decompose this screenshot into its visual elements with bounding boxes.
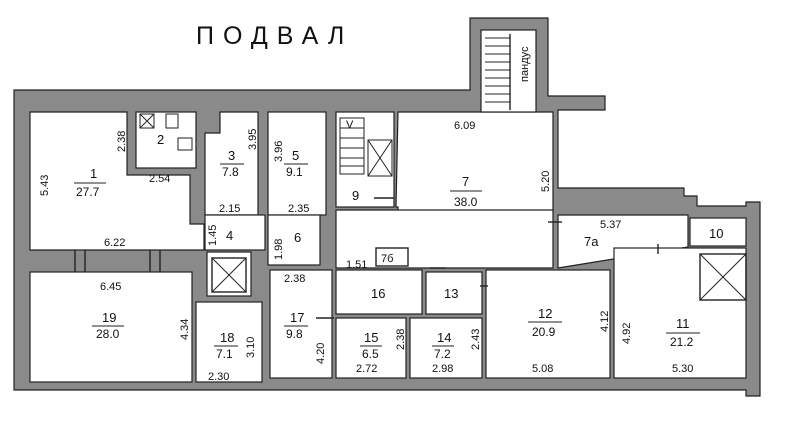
room-area: 28.0 [96, 327, 120, 341]
room-4 [204, 214, 266, 251]
room-number: 15 [364, 330, 378, 345]
room-area: 20.9 [532, 325, 556, 339]
room-number: 6 [294, 230, 301, 245]
ramp-label: пандус [519, 46, 531, 82]
room-number: 9 [352, 188, 359, 203]
elevator-shaft-left [211, 257, 247, 293]
room-area: 7.8 [222, 165, 239, 179]
room-number: 7 [462, 174, 469, 189]
room-number: 1 [90, 166, 97, 181]
dimension: 2.38 [284, 273, 305, 285]
dimension: 4.20 [315, 343, 327, 364]
room-area: 38.0 [454, 195, 478, 209]
room-number: 14 [437, 330, 451, 345]
room-number: 5 [292, 148, 299, 163]
room-number: 12 [538, 306, 552, 321]
room-7a [557, 214, 689, 269]
dimension: 4.12 [599, 311, 611, 332]
room-area: 6.5 [362, 347, 379, 361]
stair-shaft-left [206, 251, 252, 297]
room-number: 18 [220, 330, 234, 345]
dimension: 2.38 [395, 329, 407, 350]
room-area: 27.7 [76, 185, 100, 199]
dimension: 2.98 [432, 363, 453, 375]
elevator-shaft-right [699, 253, 747, 301]
plan-title: ПОДВАЛ [196, 22, 353, 50]
dimension: 2.30 [208, 371, 229, 383]
room-6 [267, 214, 321, 266]
room-number: 10 [709, 226, 723, 241]
room-number: 7а [584, 234, 599, 249]
dimension: 5.20 [540, 171, 552, 192]
wc-fixtures [139, 113, 193, 151]
dimension: 4.92 [621, 323, 633, 344]
room-1 [29, 111, 205, 251]
room-13 [425, 271, 483, 315]
dimension: 2.35 [288, 203, 309, 215]
dimension-labels: 2.38 2.54 5.43 6.22 3.95 2.15 3.96 2.35 … [39, 120, 693, 383]
room-number: 3 [228, 148, 235, 163]
dimension: 4.34 [179, 319, 191, 340]
room-10 [689, 217, 747, 247]
dimension: 3.10 [245, 337, 257, 358]
dimension: 2.43 [470, 329, 482, 350]
room-number: 17 [290, 310, 304, 325]
central-hall [335, 209, 554, 269]
dimension: 5.08 [532, 363, 553, 375]
dimension: 1.98 [273, 239, 285, 260]
svg-text:V: V [346, 119, 354, 131]
dimension: 2.15 [219, 203, 240, 215]
dimension: 5.43 [39, 175, 51, 196]
dimension: 2.54 [149, 173, 170, 185]
dimension: 5.37 [600, 219, 621, 231]
room-15 [335, 317, 407, 379]
room-number: 13 [444, 286, 458, 301]
room-16 [335, 269, 423, 315]
dimension: 6.22 [104, 237, 125, 249]
dimension: 1.51 [346, 259, 367, 271]
room-number: 16 [371, 286, 385, 301]
room-area: 9.1 [286, 165, 303, 179]
room-12 [485, 269, 611, 379]
dimension: 2.72 [356, 363, 377, 375]
room-area: 9.8 [286, 327, 303, 341]
room-19 [29, 271, 193, 383]
stairs-room-9: V [339, 117, 393, 177]
room-number: 2 [157, 132, 164, 147]
room-18 [195, 301, 263, 383]
dimension: 3.95 [247, 129, 259, 150]
room-area: 7.1 [216, 347, 233, 361]
dimension: 6.45 [100, 281, 121, 293]
room-labels: 1 27.7 2 3 7.8 4 5 9.1 6 7 38.0 7а 7б 9 … [74, 132, 723, 361]
door-marks [74, 197, 659, 319]
dimension: 1.45 [207, 225, 219, 246]
dimension: 3.96 [273, 141, 285, 162]
ramp-shaft [480, 29, 537, 113]
room-area: 21.2 [670, 335, 694, 349]
dimension: 6.09 [454, 120, 475, 132]
room-number: 19 [102, 310, 116, 325]
room-9 [335, 111, 395, 208]
room-7b-box [375, 247, 409, 267]
dimension: 5.30 [672, 363, 693, 375]
room-number: 7б [381, 253, 393, 265]
room-number: 4 [226, 228, 233, 243]
room-number: 11 [676, 316, 690, 331]
dimension: 2.38 [116, 131, 128, 152]
room-17 [269, 269, 333, 379]
room-area: 7.2 [434, 347, 451, 361]
room-14 [409, 317, 483, 379]
room-11 [613, 247, 747, 379]
ramp-steps [485, 34, 511, 110]
